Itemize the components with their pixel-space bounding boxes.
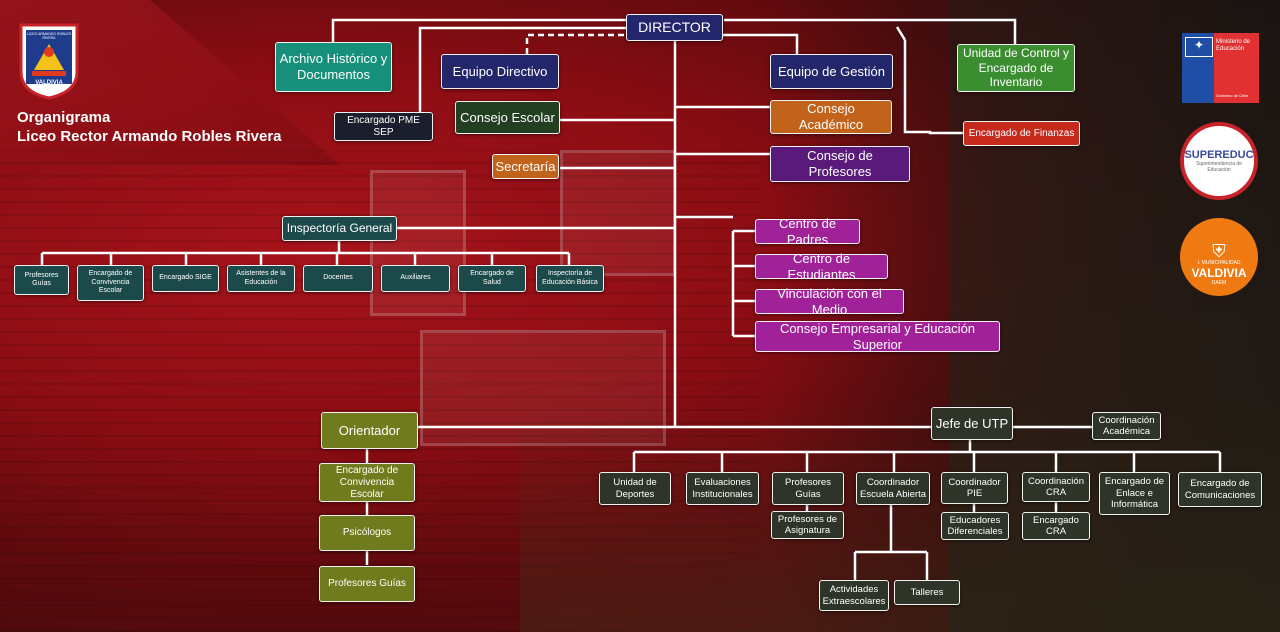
vinculacion-node[interactable]: Vinculación con el Medio: [755, 286, 904, 317]
equipo-gestion-node[interactable]: Equipo de Gestión: [770, 54, 893, 89]
insp-child-node[interactable]: Encargado SIGE: [152, 265, 219, 292]
school-shield-logo: VALDIVIA LICEO ARMANDO ROBLES RIVERA: [18, 22, 80, 100]
supereduc-logo: SUPEREDUC Superintendencia de Educación: [1180, 122, 1258, 200]
orient-child-node[interactable]: Psicólogos: [319, 515, 415, 551]
supereduc-sub: Superintendencia de Educación: [1196, 161, 1242, 173]
utp-child-node[interactable]: Coordinación CRA: [1022, 472, 1090, 502]
insp-child-node[interactable]: Inspectoría de Educación Básica: [536, 265, 604, 292]
secretaria-node[interactable]: Secretaría: [492, 154, 559, 179]
muni-text: VALDIVIA: [1191, 266, 1247, 280]
school-badge-top: LICEO ARMANDO ROBLES RIVERA: [26, 32, 72, 40]
utp-child-node[interactable]: Unidad de Deportes: [599, 472, 671, 505]
insp-child-node[interactable]: Encargado de Convivencia Escolar: [77, 265, 144, 301]
equipo-directivo-node[interactable]: Equipo Directivo: [441, 54, 559, 89]
school-badge-text: VALDIVIA: [35, 80, 63, 86]
insp-child-node[interactable]: Encargado de Salud: [458, 265, 526, 292]
finanzas-node[interactable]: Encargado de Finanzas: [963, 121, 1080, 146]
coat-of-arms-icon: ✦: [1185, 37, 1213, 57]
muni-small: I. MUNICIPALIDAD: [1197, 260, 1241, 266]
insp-child-node[interactable]: Auxiliares: [381, 265, 450, 292]
jefe-utp-node[interactable]: Jefe de UTP: [931, 407, 1013, 440]
utp-child-node[interactable]: Coordinador Escuela Abierta: [856, 472, 930, 505]
pme-node[interactable]: Encargado PME SEP: [334, 112, 433, 141]
director-node[interactable]: DIRECTOR: [626, 14, 723, 41]
centro-estudiantes-node[interactable]: Centro de Estudiantes: [755, 251, 888, 282]
orient-child-node[interactable]: Encargado de Convivencia Escolar: [319, 463, 415, 502]
utp-child-node[interactable]: Encargado de Comunicaciones: [1178, 472, 1262, 507]
talleres-node[interactable]: Talleres: [894, 580, 960, 605]
orientador-node[interactable]: Orientador: [321, 412, 418, 449]
coord-academica-node[interactable]: Coordinación Académica: [1092, 412, 1161, 440]
supereduc-text: SUPEREDUC: [1184, 149, 1254, 161]
consejo-profesores-node[interactable]: Consejo de Profesores: [770, 146, 910, 182]
insp-child-node[interactable]: Asistentes de la Educación: [227, 265, 295, 292]
consejo-escolar-node[interactable]: Consejo Escolar: [455, 101, 560, 134]
gobierno-text: Gobierno de Chile: [1216, 93, 1249, 98]
archivo-node[interactable]: Archivo Histórico y Documentos: [275, 42, 392, 92]
encargado-cra-node[interactable]: Encargado CRA: [1022, 512, 1090, 540]
unidad-control-node[interactable]: Unidad de Control y Encargado de Inventa…: [957, 44, 1075, 92]
shield-icon: ⛨: [1212, 241, 1226, 261]
ministerio-logo: ✦ Ministerio de Educación Gobierno de Ch…: [1182, 33, 1259, 103]
consejo-empresarial-node[interactable]: Consejo Empresarial y Educación Superior: [755, 321, 1000, 352]
utp-child-node[interactable]: Evaluaciones Institucionales: [686, 472, 759, 505]
utp-child-node[interactable]: Coordinador PIE: [941, 472, 1008, 504]
utp-child-node[interactable]: Encargado de Enlace e Informática: [1099, 472, 1170, 515]
page-title-line2: Liceo Rector Armando Robles Rivera: [17, 128, 282, 145]
ministerio-text: Ministerio de Educación: [1216, 39, 1251, 52]
centro-padres-node[interactable]: Centro de Padres: [755, 216, 860, 247]
orient-child-node[interactable]: Profesores Guías: [319, 566, 415, 602]
insp-child-node[interactable]: Docentes: [303, 265, 373, 292]
utp-child-node[interactable]: Profesores Guías: [772, 472, 844, 505]
page-title-line1: Organigrama: [17, 109, 111, 126]
muni-sub: DAEM: [1211, 280, 1227, 286]
actividades-node[interactable]: Actividades Extraescolares: [819, 580, 889, 611]
valdivia-logo: ⛨ I. MUNICIPALIDAD VALDIVIA DAEM: [1180, 218, 1258, 296]
insp-child-node[interactable]: Profesores Guías: [14, 265, 69, 295]
profesores-asignatura-node[interactable]: Profesores de Asignatura: [771, 511, 844, 539]
consejo-academico-node[interactable]: Consejo Académico: [770, 100, 892, 134]
educadores-diferenciales-node[interactable]: Educadores Diferenciales: [941, 512, 1009, 540]
inspectoria-node[interactable]: Inspectoría General: [282, 216, 397, 241]
